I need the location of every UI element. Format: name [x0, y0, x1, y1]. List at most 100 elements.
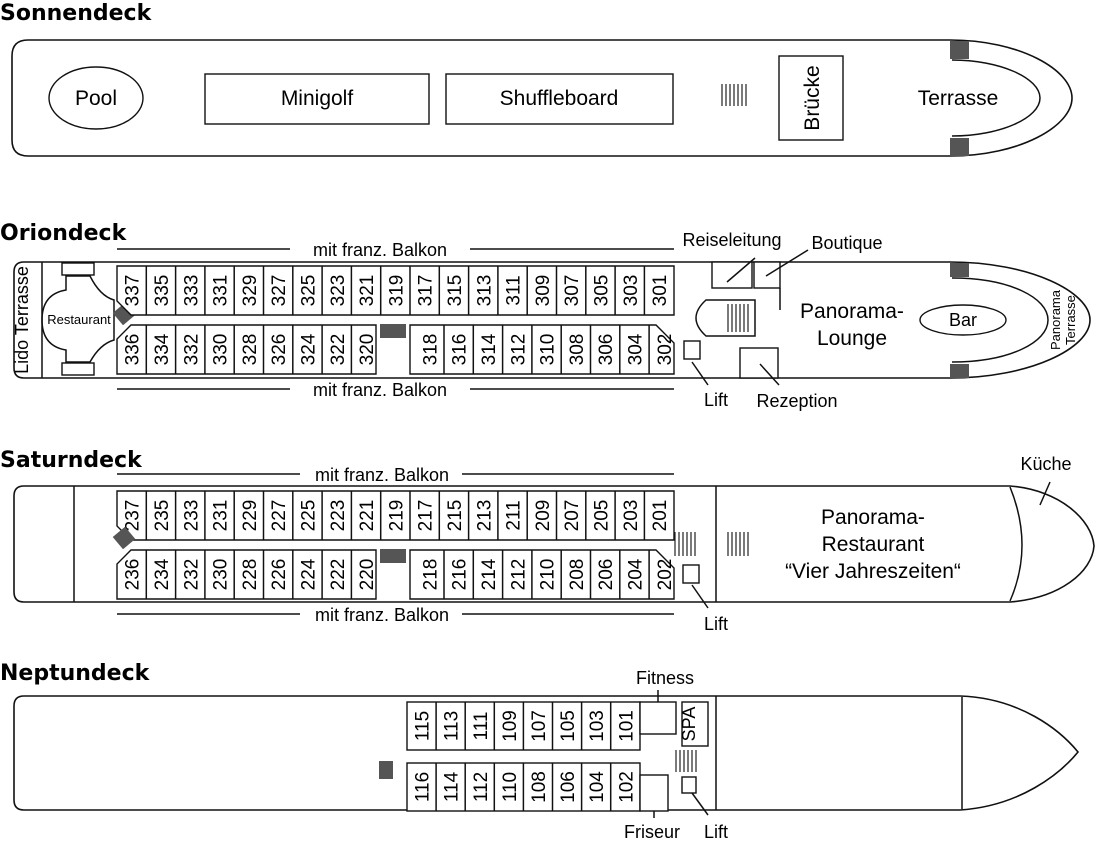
cabin-number: 108	[529, 771, 550, 803]
cabin-number: 308	[567, 334, 588, 366]
cabin-number: 111	[471, 712, 492, 741]
sonnendeck: Sonnendeck Pool Minigolf Shuffleboard Br…	[0, 1, 1073, 157]
stairs-saturn-foyer	[674, 532, 749, 556]
cabin-number: 217	[416, 500, 437, 532]
cabin-number: 332	[181, 334, 202, 366]
cabin-number: 221	[357, 500, 378, 532]
cabin-number: 334	[152, 333, 173, 365]
cabin-block-top-saturn	[116, 490, 675, 541]
cabin-number: 226	[269, 559, 290, 591]
cabin-number: 235	[152, 500, 173, 532]
cabin-number: 212	[508, 559, 529, 591]
cabin-number: 114	[442, 771, 463, 802]
cabin-number: 317	[416, 275, 437, 307]
cabin-number: 219	[386, 500, 407, 532]
cabin-number: 303	[621, 275, 642, 307]
cabin-number: 202	[655, 559, 676, 591]
cabin-number: 326	[269, 334, 290, 366]
deck-title-sonnendeck: Sonnendeck	[0, 1, 153, 26]
bruecke-label: Brücke	[801, 65, 824, 130]
panorama-terrasse-label-2: Terrasse	[1063, 295, 1078, 345]
friseur-label: Friseur	[624, 822, 680, 842]
restaurant-label-orion: Restaurant	[47, 312, 111, 327]
cabin-number: 204	[625, 558, 646, 590]
rezeption-label: Rezeption	[756, 391, 837, 411]
reiseleitung-label: Reiseleitung	[682, 230, 781, 250]
cabin-number: 205	[591, 500, 612, 532]
spa-label: SPA	[679, 707, 699, 742]
shuffleboard-label: Shuffleboard	[500, 87, 619, 110]
restaurant-label-3-saturn: “Vier Jahreszeiten“	[785, 560, 961, 583]
cabin-number: 213	[474, 500, 495, 532]
cabin-number: 323	[328, 275, 349, 307]
deck-title-saturndeck: Saturndeck	[0, 448, 143, 473]
cabin-number: 316	[450, 334, 471, 366]
spa-room	[681, 701, 709, 747]
cabin-number: 105	[558, 710, 579, 742]
cabin-number: 216	[450, 559, 471, 591]
cabin-block-bottom-saturn	[116, 549, 675, 600]
cabin-number: 320	[357, 334, 378, 366]
cabin-number: 335	[152, 275, 173, 307]
cabin-number: 307	[562, 275, 583, 307]
pool-label: Pool	[75, 87, 117, 110]
lift-orion	[683, 340, 701, 360]
cabin-number: 321	[357, 275, 378, 307]
stairs-orion-foyer	[727, 304, 749, 332]
rezeption-room	[739, 347, 779, 379]
cabin-number: 232	[181, 559, 202, 591]
deck-title-neptundeck: Neptundeck	[0, 661, 151, 686]
cabin-number: 115	[413, 711, 434, 741]
cabin-number: 306	[596, 334, 617, 366]
cabin-number: 319	[386, 275, 407, 307]
cabin-number: 314	[479, 333, 500, 365]
panorama-terrasse-label-1: Panorama	[1048, 289, 1063, 350]
kueche-label: Küche	[1020, 454, 1071, 474]
restaurant-outline-orion	[41, 275, 115, 363]
cabin-number: 328	[240, 334, 261, 366]
cabin-number: 208	[567, 559, 588, 591]
hull-neptundeck	[13, 695, 1080, 811]
cabin-number: 112	[471, 772, 492, 802]
cabin-number: 207	[562, 500, 583, 532]
saturndeck: Saturndeck mit franz. Balkon mit franz. …	[0, 448, 1095, 634]
cabin-number: 331	[211, 275, 232, 307]
balkon-bottom-label-saturn: mit franz. Balkon	[315, 605, 449, 625]
cabin-number: 330	[211, 334, 232, 366]
cabin-number: 223	[328, 500, 349, 532]
friseur-room	[639, 774, 669, 812]
lift-neptun	[681, 776, 697, 794]
cabin-number: 322	[328, 334, 349, 366]
lift-saturn	[682, 564, 700, 584]
cabin-number: 337	[123, 275, 144, 307]
cabin-number: 327	[269, 275, 290, 307]
panorama-lounge-label-1: Panorama-	[800, 300, 904, 323]
cabin-block-bottom-orion	[116, 324, 675, 375]
cabin-number: 229	[240, 500, 261, 532]
cabin-number: 301	[650, 275, 671, 307]
stairs-orion-mid	[380, 324, 406, 338]
cabin-number: 329	[240, 275, 261, 307]
cabin-number: 231	[211, 500, 232, 532]
cabin-number: 110	[500, 772, 521, 802]
cabin-number: 234	[152, 558, 173, 590]
lift-label-saturn: Lift	[704, 614, 728, 634]
cabin-number: 228	[240, 559, 261, 591]
pool	[48, 66, 144, 130]
panorama-lounge-label-2: Lounge	[817, 327, 887, 350]
cabin-block-top-orion	[116, 265, 675, 316]
stairs-neptun	[675, 750, 697, 772]
minigolf-area	[204, 73, 430, 125]
cabin-number: 325	[298, 275, 319, 307]
cabin-number: 210	[538, 559, 559, 591]
cabin-number: 113	[442, 711, 463, 741]
shuffleboard-area	[445, 73, 674, 125]
cabin-number: 304	[625, 333, 646, 365]
cabin-number: 233	[181, 500, 202, 532]
lift-label-neptun: Lift	[704, 822, 728, 842]
cabin-number: 209	[533, 500, 554, 532]
